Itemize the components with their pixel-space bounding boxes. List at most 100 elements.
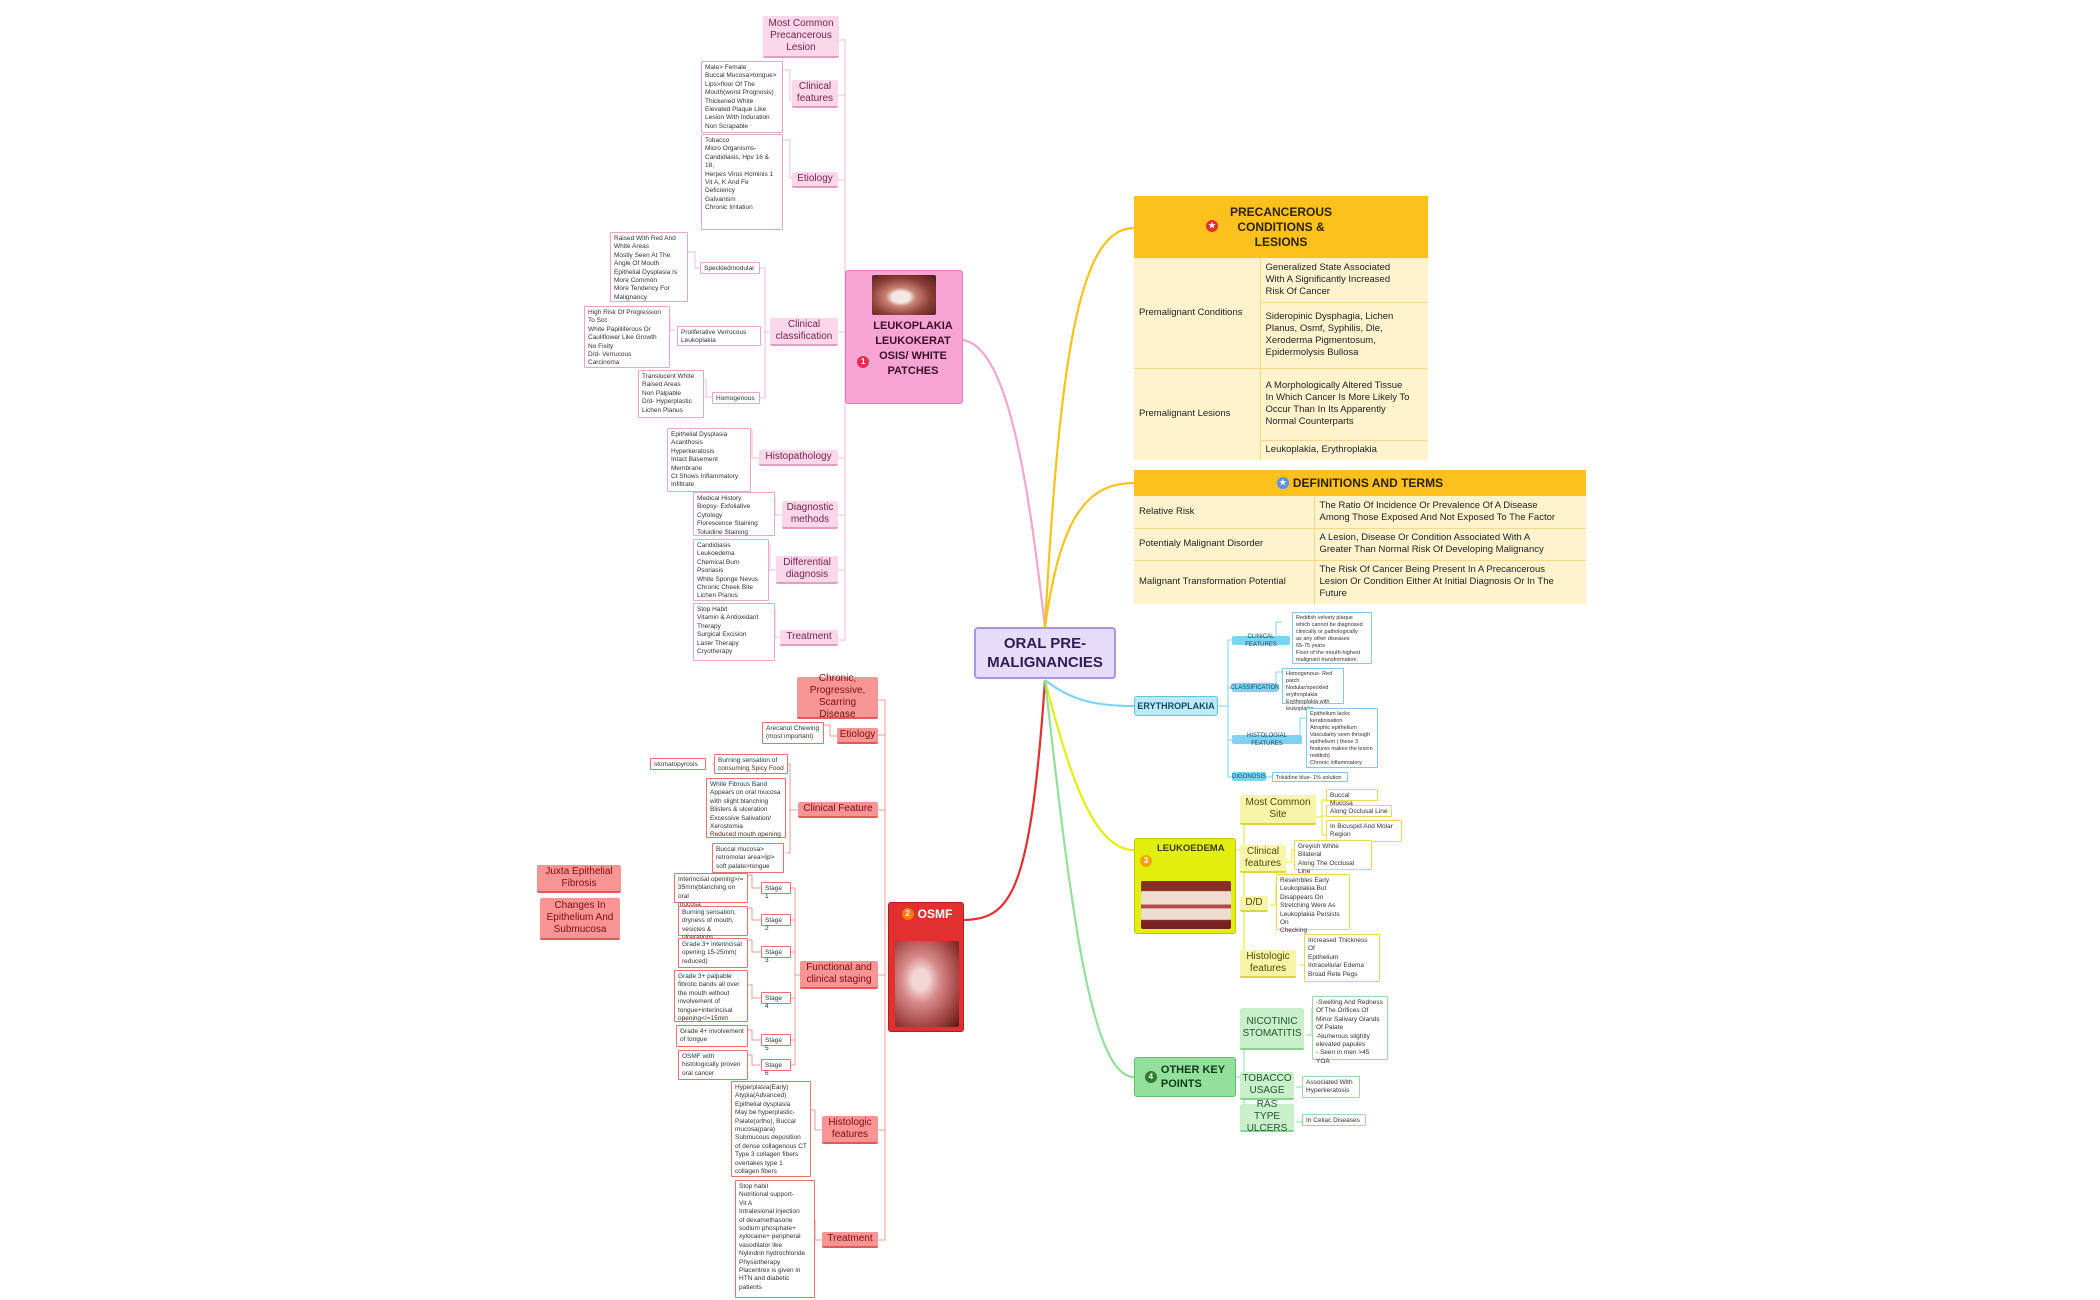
osmf-chronic-disease[interactable]: Chronic, Progressive, Scarring Disease xyxy=(797,673,878,720)
branch-erythroplakia xyxy=(1044,679,1135,708)
tobacco-usage[interactable]: TOBACCO USAGE xyxy=(1240,1072,1294,1100)
erythro-clinical-features[interactable]: CLINICAL FEATURES xyxy=(1232,634,1290,648)
clinical-classification[interactable]: Clinical classification xyxy=(770,318,838,346)
number-badge-icon: 1 xyxy=(857,356,870,368)
stage-4-note: Grade 3+ palpable fibrotic bands all ove… xyxy=(674,970,748,1022)
nicotinic-stomatitis[interactable]: NICOTINIC STOMATITIS xyxy=(1240,1008,1304,1050)
juxta-epithelial-fibrosis[interactable]: Juxta Epithelial Fibrosis xyxy=(537,865,621,893)
branch-definitions xyxy=(1043,481,1135,628)
branch-precancerous xyxy=(1043,226,1135,628)
osmf-photo xyxy=(895,941,959,1027)
term-cell: Premalignant Lesions xyxy=(1134,368,1261,460)
leukoedema-site[interactable]: Most Common Site xyxy=(1240,795,1316,825)
star-icon: ★ xyxy=(1206,220,1218,232)
leukoedema-dd[interactable]: D/D xyxy=(1240,896,1268,912)
stage-3-note: Grade 3+ interincisal opening 15-25mm( r… xyxy=(678,938,748,968)
term-cell: Premalignant Conditions xyxy=(1134,258,1261,369)
leukoplakia-differential[interactable]: Differential diagnosis xyxy=(776,556,838,584)
osmf-site-note: Buccal mucosa> retromolar area>lip> soft… xyxy=(712,843,784,873)
stage-2-note: Burning sensation, dryness of mouth, ves… xyxy=(678,906,748,941)
definition-cell: A Lesion, Disease Or Condition Associate… xyxy=(1314,528,1586,561)
leukoplakia-title: LEUKOPLAKIA LEUKOKERAT OSIS/ WHITE PATCH… xyxy=(873,320,953,377)
osmf-histologic-note: Hyperplasia(Early) Atypia(Advanced) Epit… xyxy=(731,1081,811,1177)
precancerous-table: Premalignant Conditions Generalized Stat… xyxy=(1134,258,1428,460)
term-cell: Malignant Transformation Potential xyxy=(1134,560,1315,604)
osmf-topic[interactable]: 2 OSMF xyxy=(888,902,964,1032)
leukoedema-clinical-note: Greyish White Bilateral Along The Occlus… xyxy=(1294,840,1372,875)
stage-5-note: Grade 4+ involvement of tongue xyxy=(676,1025,748,1047)
branch-other xyxy=(1043,679,1135,1079)
stage-4-label[interactable]: Stage 4 xyxy=(761,992,791,1010)
leukoplakia-etiology-note: Tobacco Micro Organisms- Candidiasis, Hp… xyxy=(701,134,783,230)
leukoedema-photo xyxy=(1141,881,1231,929)
erythro-clinical-note: Reddish velvety plaque which cannot be d… xyxy=(1292,612,1372,664)
leukoplakia-treatment[interactable]: Treatment xyxy=(780,630,838,646)
leukoplakia-clinical-features[interactable]: Clinical features xyxy=(792,80,838,108)
definitions-table: Relative Risk The Ratio Of Incidence Or … xyxy=(1134,496,1586,604)
ras-note: In Celiac Diseases xyxy=(1302,1114,1366,1126)
star-icon: ★ xyxy=(1276,477,1289,489)
stage-1-label[interactable]: Stage 1 xyxy=(761,882,791,900)
osmf-histologic-features[interactable]: Histologic features xyxy=(822,1116,878,1144)
branch-leukoedema xyxy=(1043,679,1135,852)
branch-osmf xyxy=(959,679,1047,922)
stage-5-label[interactable]: Stage 5 xyxy=(761,1034,791,1052)
leukoplakia-histopathology-note: Epithelial Dysplasia Acanthosis Hyperker… xyxy=(667,428,751,492)
leukoplakia-topic[interactable]: 1 LEUKOPLAKIA LEUKOKERAT OSIS/ WHITE PAT… xyxy=(845,270,963,404)
leukoplakia-histopathology[interactable]: Histopathology xyxy=(759,450,838,466)
definition-cell: The Risk Of Cancer Being Present In A Pr… xyxy=(1319,564,1554,600)
table-row: Malignant Transformation Potential The R… xyxy=(1134,560,1586,604)
class-pvl-note: High Risk Of Progression To Scc White Pa… xyxy=(584,306,670,368)
leukoplakia-etiology[interactable]: Etiology xyxy=(792,172,838,188)
stage-3-label[interactable]: Stage 3 xyxy=(761,946,791,964)
leukoplakia-photo xyxy=(872,275,936,315)
class-speckled-note: Raised With Red And White Areas Mostly S… xyxy=(610,232,688,302)
number-badge-icon: 3 xyxy=(1140,855,1152,867)
osmf-etiology[interactable]: Etiology xyxy=(837,728,878,744)
leukoedema-histologic[interactable]: Histologic features xyxy=(1240,950,1296,978)
class-pvl-label[interactable]: Proliferative Verrocous Leukoplakia xyxy=(677,326,761,346)
stage-6-label[interactable]: Stage 6 xyxy=(761,1059,791,1077)
osmf-burning-note: Burning sensation of consuming Spicy Foo… xyxy=(714,754,788,774)
leukoedema-dd-note: Resembles Early Leukoplakia But Disappea… xyxy=(1276,874,1350,934)
precancerous-title[interactable]: ★ PRECANCEROUS CONDITIONS & LESIONS xyxy=(1134,196,1428,258)
class-homogenous-label[interactable]: Homogenous xyxy=(712,392,760,404)
osmf-etiology-note: Arecanut Chewing (most important) xyxy=(762,722,824,744)
example-cell: Leukoplakia, Erythroplakia xyxy=(1265,444,1377,456)
term-cell: Relative Risk xyxy=(1134,496,1315,529)
osmf-treatment-note: Stop habit Nutritional support- Vit A In… xyxy=(735,1180,815,1298)
osmf-staging[interactable]: Functional and clinical staging xyxy=(800,961,878,989)
osmf-clinical-note: White Fibrous Band Appears on oral mucos… xyxy=(706,778,786,838)
table-row: Relative Risk The Ratio Of Incidence Or … xyxy=(1134,496,1586,529)
leukoplakia-clinical-note: Male> Female Buccal Mucosa>tongue> Lips>… xyxy=(701,61,783,133)
osmf-clinical-feature[interactable]: Clinical Feature xyxy=(798,802,878,818)
erythroplakia-topic[interactable]: ERYTHROPLAKIA xyxy=(1134,696,1218,716)
central-topic[interactable]: ORAL PRE- MALIGNANCIES xyxy=(974,627,1116,679)
leukoedema-clinical[interactable]: Clinical features xyxy=(1240,845,1286,873)
nicotinic-note: -Swelling And Redness Of The Orifices Of… xyxy=(1312,996,1388,1065)
most-common-lesion[interactable]: Most Common Precancerous Lesion xyxy=(763,16,839,58)
osmf-treatment[interactable]: Treatment xyxy=(822,1232,878,1248)
changes-epithelium[interactable]: Changes In Epithelium And Submucosa xyxy=(540,898,620,940)
number-badge-icon: 4 xyxy=(1144,1071,1157,1083)
stage-2-label[interactable]: Stage 2 xyxy=(761,914,791,932)
leukoplakia-diagnostic[interactable]: Diagnostic methods xyxy=(782,501,838,529)
erythro-histological[interactable]: HISTOLOGIAL FEATURES xyxy=(1232,733,1302,747)
erythro-diagnosis[interactable]: DIGONOSIS xyxy=(1232,772,1267,781)
erythro-diagnosis-note: Toluidine blue- 1% solution xyxy=(1272,772,1348,782)
leukoedema-topic[interactable]: 3 LEUKOEDEMA xyxy=(1134,838,1236,934)
other-key-points-topic[interactable]: 4 OTHER KEY POINTS xyxy=(1134,1057,1236,1097)
definitions-title[interactable]: ★ DEFINITIONS AND TERMS xyxy=(1134,470,1586,496)
class-speckled-label[interactable]: Speckled/nodular xyxy=(700,262,760,274)
stage-6-note: OSMF with histologically proven oral can… xyxy=(678,1050,748,1080)
class-homogenous-note: Translucent White Raised Areas Non Palpa… xyxy=(638,370,704,418)
table-row: Potentialy Malignant Disorder A Lesion, … xyxy=(1134,528,1586,561)
site-note-buccal: Buccal Mucosa xyxy=(1326,789,1378,807)
definition-cell: A Morphologically Altered Tissue In Whic… xyxy=(1260,368,1428,441)
tobacco-note: Associated With Hyperkeratosis xyxy=(1302,1076,1360,1098)
number-badge-icon: 2 xyxy=(901,908,914,920)
erythro-classification[interactable]: CLASSIFICATION xyxy=(1230,683,1280,692)
ras-type-ulcers[interactable]: RAS TYPE ULCERS xyxy=(1240,1099,1294,1134)
site-note-bicuspid: In Bicuspid And Molar Region xyxy=(1326,820,1402,842)
